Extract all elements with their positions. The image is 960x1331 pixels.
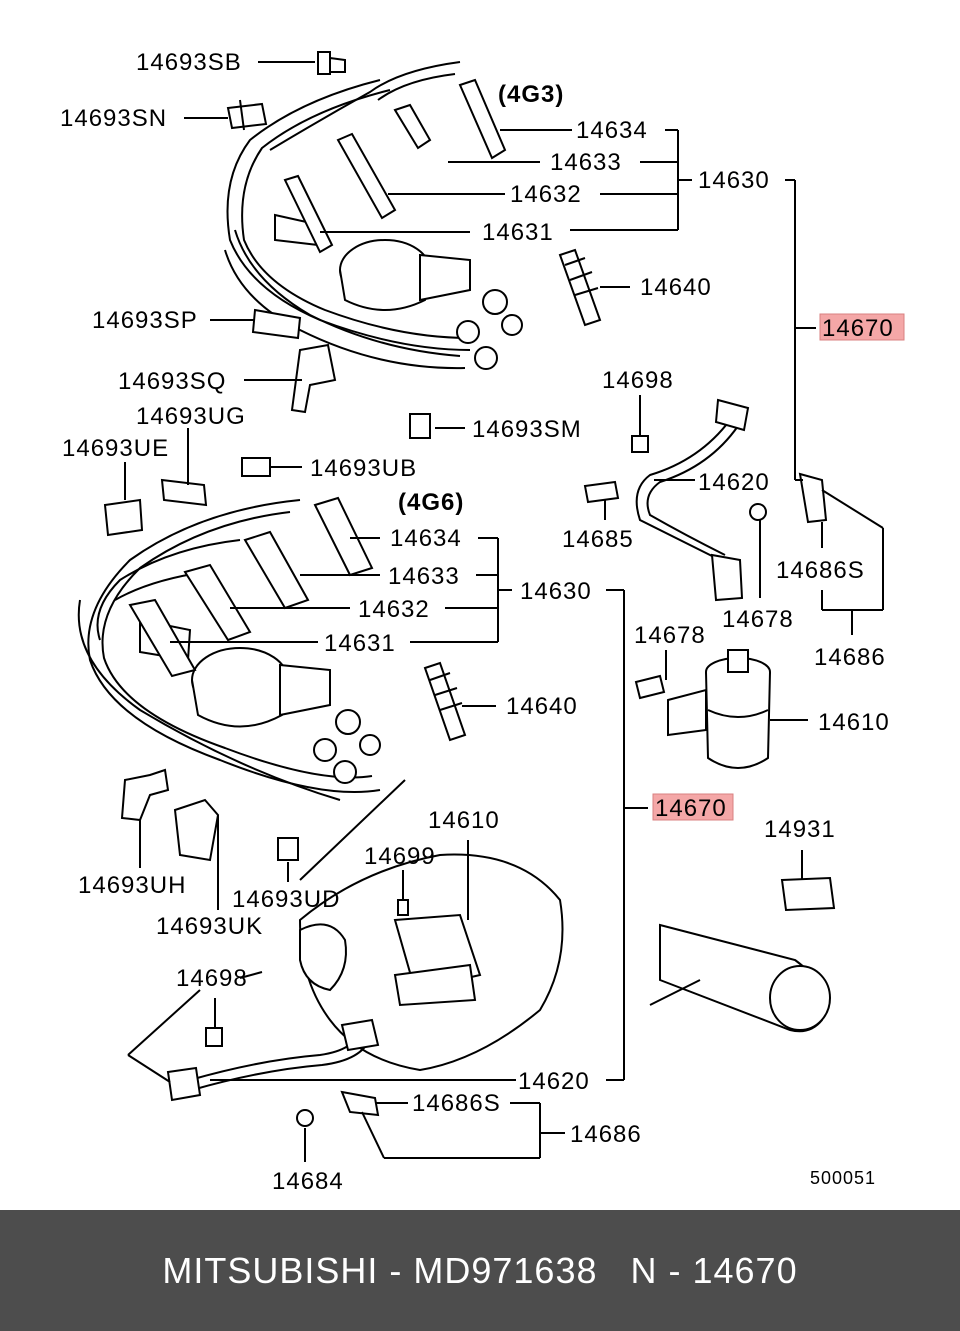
label-14698-lower: 14698 [176, 965, 248, 992]
footer-bar: MITSUBISHI - MD971638 N - 14670 [0, 1210, 960, 1331]
label-14678-right: 14678 [722, 606, 794, 633]
footer-part-info: MITSUBISHI - MD971638 N - 14670 [162, 1249, 798, 1291]
clip-14693SP-icon [251, 308, 302, 340]
label-14632-upper: 14632 [510, 181, 582, 208]
clip-14693UD-icon [277, 837, 299, 861]
label-14630-lower: 14630 [520, 578, 592, 605]
label-14633-upper: 14633 [550, 149, 622, 176]
label-14640-lower: 14640 [506, 693, 578, 720]
bracket-14686S-icon [798, 472, 828, 524]
leader-lines [124, 61, 884, 1162]
label-14631-upper: 14631 [482, 219, 554, 246]
bracket-14686Sb-icon [340, 1090, 380, 1117]
label-14699: 14699 [364, 843, 436, 870]
bracket-14693SQ-icon [290, 343, 337, 414]
clip-14693SB-icon [317, 51, 346, 75]
clip-14698b-icon [205, 1027, 223, 1047]
spark-plug-14640b-icon [423, 661, 467, 742]
label-14684: 14684 [272, 1168, 344, 1195]
label-14693UE: 14693UE [62, 435, 169, 462]
label-14693SN: 14693SN [60, 105, 167, 132]
label-14634-lower: 14634 [390, 525, 462, 552]
diagram-canvas: 14693SB 14693SN (4G3) 14634 14633 14632 … [60, 49, 905, 1195]
label-14630-upper: 14630 [698, 167, 770, 194]
part-labels: 14693SB 14693SN (4G3) 14634 14633 14632 … [60, 49, 894, 1195]
label-14693UD: 14693UD [232, 886, 340, 913]
clip-14693SM-icon [409, 413, 431, 439]
label-14631-lower: 14631 [324, 630, 396, 657]
label-14693SM: 14693SM [472, 416, 582, 443]
bolt-14678b-icon [634, 674, 666, 700]
clip-14693UB-icon [241, 457, 271, 477]
label-14670-lower: 14670 [655, 795, 727, 822]
nut-14684-icon [296, 1109, 314, 1127]
upper-ignition-harness [224, 61, 523, 370]
label-14693SP: 14693SP [92, 307, 198, 334]
bracket-14693UH-icon [120, 768, 170, 822]
label-14693UB: 14693UB [310, 455, 417, 482]
label-14693UK: 14693UK [156, 913, 263, 940]
clip-14693UG-icon [160, 478, 208, 507]
label-14634-upper: 14634 [576, 117, 648, 144]
label-diagram-number: 500051 [810, 1168, 876, 1188]
label-14678-left: 14678 [634, 622, 706, 649]
label-14693SB: 14693SB [136, 49, 242, 76]
label-engine-4G6: (4G6) [398, 489, 464, 516]
label-14686-lower: 14686 [570, 1121, 642, 1148]
label-14686S-upper: 14686S [776, 557, 865, 584]
coil-lead-14620b-icon [166, 1018, 380, 1102]
label-14620-upper: 14620 [698, 469, 770, 496]
label-engine-4G3: (4G3) [498, 81, 564, 108]
label-14931: 14931 [764, 816, 836, 843]
spark-plug-14640a-icon [558, 248, 602, 327]
clip-14693UE-icon [103, 498, 144, 537]
parts-diagram: 14693SB 14693SN (4G3) 14634 14633 14632 … [60, 49, 905, 1195]
ignition-coil-14610a-icon [667, 649, 771, 769]
coil-lead-14620a-icon [635, 398, 750, 602]
intake-pipe-icon [649, 923, 831, 1033]
clip-14693SN-icon [226, 99, 268, 131]
label-14686S-lower: 14686S [412, 1090, 501, 1117]
label-14610-right: 14610 [818, 709, 890, 736]
nut-14678a-icon [749, 503, 767, 521]
ignition-module-14931-icon [780, 876, 836, 912]
label-14620-lower: 14620 [518, 1068, 590, 1095]
label-14685: 14685 [562, 526, 634, 553]
label-14693UH: 14693UH [78, 872, 186, 899]
label-14610-lower: 14610 [428, 807, 500, 834]
highlight-14670a [819, 313, 905, 341]
label-14633-lower: 14633 [388, 563, 460, 590]
label-14686-upper: 14686 [814, 644, 886, 671]
label-14670-upper: 14670 [822, 315, 894, 342]
label-14698-upper: 14698 [602, 367, 674, 394]
engine-block-14610b-icon [298, 853, 564, 1072]
clip-14698a-icon [631, 435, 649, 453]
label-14632-lower: 14632 [358, 596, 430, 623]
bracket-14693UK-icon [173, 798, 220, 862]
highlight-14670b [652, 793, 734, 821]
label-14693UG: 14693UG [136, 403, 246, 430]
clip-14685-icon [583, 480, 620, 504]
label-14640-upper: 14640 [640, 274, 712, 301]
label-14693SQ: 14693SQ [118, 368, 226, 395]
lower-ignition-harness [77, 496, 381, 801]
